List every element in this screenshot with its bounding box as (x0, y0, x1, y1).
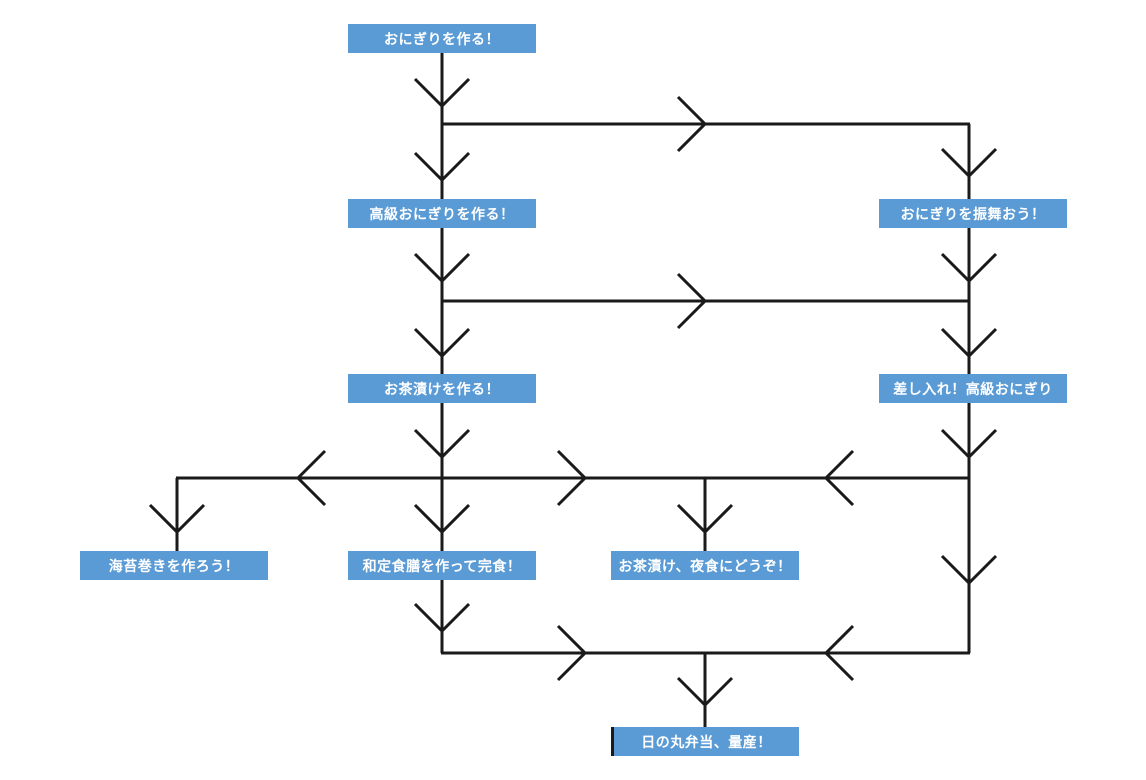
node-norimaki-wo-tsukurou[interactable]: 海苔巻きを作ろう！ (80, 551, 268, 580)
node-label: 差し入れ！高級おにぎり (893, 380, 1053, 397)
node-label: おにぎりを振舞おう！ (900, 205, 1046, 222)
node-ochazuke-wo-tsukuru[interactable]: お茶漬けを作る！ (348, 374, 536, 403)
arrowhead-down-n3a (940, 252, 998, 284)
arrowhead-down-n5a (940, 428, 998, 460)
arrowhead-down-n7 (413, 602, 471, 634)
node-onigiri-wo-furumaou[interactable]: おにぎりを振舞おう！ (879, 199, 1067, 228)
arrowhead-down-n8 (676, 503, 734, 535)
arrowhead-down-n2b (413, 327, 471, 359)
arrowhead-down-n1b (413, 151, 471, 183)
arrowhead-down-n5b (940, 554, 998, 586)
node-washoku-zen-kanshoku[interactable]: 和定食膳を作って完食！ (348, 551, 536, 580)
arrowhead-right-bus-lower (556, 449, 588, 507)
arrowhead-left-bus-lower-b (823, 449, 855, 507)
node-label: お茶漬け、夜食にどうぞ！ (618, 557, 792, 574)
node-label: おにぎりを作る！ (384, 30, 500, 47)
node-sashiire-kokyu-onigiri[interactable]: 差し入れ！高級おにぎり (879, 374, 1067, 403)
node-label: お茶漬けを作る！ (384, 380, 500, 397)
arrowhead-right-bus-bottom (556, 624, 588, 682)
arrowhead-down-n6 (148, 503, 206, 535)
arrowhead-left-bus-lower-a (295, 449, 327, 507)
node-label: 海苔巻きを作ろう！ (108, 557, 240, 574)
node-kokyu-onigiri-wo-tsukuru[interactable]: 高級おにぎりを作る！ (348, 199, 536, 228)
arrowhead-down-n3b (940, 327, 998, 359)
arrowhead-down-n1a (413, 77, 471, 109)
arrowhead-right-bus-top (676, 95, 708, 153)
node-label: 日の丸弁当、量産！ (641, 733, 772, 750)
arrowhead-down-n4b (413, 503, 471, 535)
arrowhead-down-n3top (940, 147, 998, 179)
arrowhead-down-n4a (413, 428, 471, 460)
arrowhead-left-bus-bottom (823, 624, 855, 682)
arrowhead-down-n2a (413, 252, 471, 284)
node-ochazuke-yashoku[interactable]: お茶漬け、夜食にどうぞ！ (611, 551, 799, 580)
node-label: 和定食膳を作って完食！ (362, 557, 522, 574)
arrowhead-right-bus-middle (676, 272, 708, 330)
node-onigiri-wo-tsukuru[interactable]: おにぎりを作る！ (348, 24, 536, 53)
node-label: 高級おにぎりを作る！ (369, 205, 515, 222)
arrowhead-down-n9 (676, 676, 734, 708)
node-hinomaru-bento-ryosan[interactable]: 日の丸弁当、量産！ (611, 727, 799, 756)
